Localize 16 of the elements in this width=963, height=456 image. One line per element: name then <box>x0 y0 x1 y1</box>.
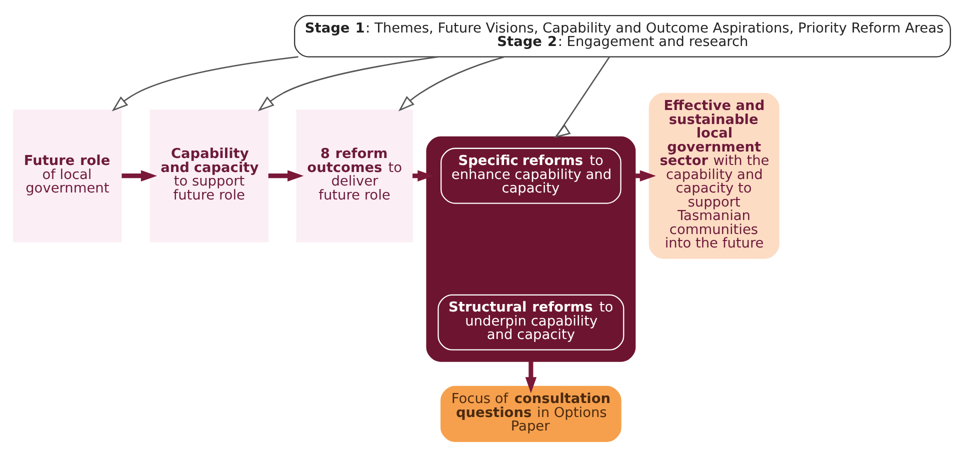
arrow <box>524 360 536 393</box>
arrow <box>111 56 298 111</box>
arrow <box>121 170 157 181</box>
node-box: Focus of consultation questions in Options Paper <box>440 385 621 442</box>
node-box: Structural reforms to underpin capability and capacity <box>437 294 624 350</box>
node-box: Future role of local government <box>12 108 122 242</box>
node-box: Stage 1: Themes, Future Visions, Capability and Outcome Aspirations, Priority Reform Areas Stage 2: Engagement and research <box>294 14 950 57</box>
cluster <box>426 136 636 362</box>
node-box: Effective and sustainable local government sector with the capability and capacity to support Tasmanian communities into the future <box>648 92 779 258</box>
node-box: 8 reform outcomes to deliver future role <box>296 108 413 242</box>
arrow <box>398 56 504 111</box>
arrow <box>257 56 438 111</box>
node-box: Capability and capacity to support future role <box>149 108 268 242</box>
arrow <box>268 170 304 181</box>
node-box: Specific reforms to enhance capability and capacity <box>440 147 621 204</box>
arrow <box>553 56 610 138</box>
